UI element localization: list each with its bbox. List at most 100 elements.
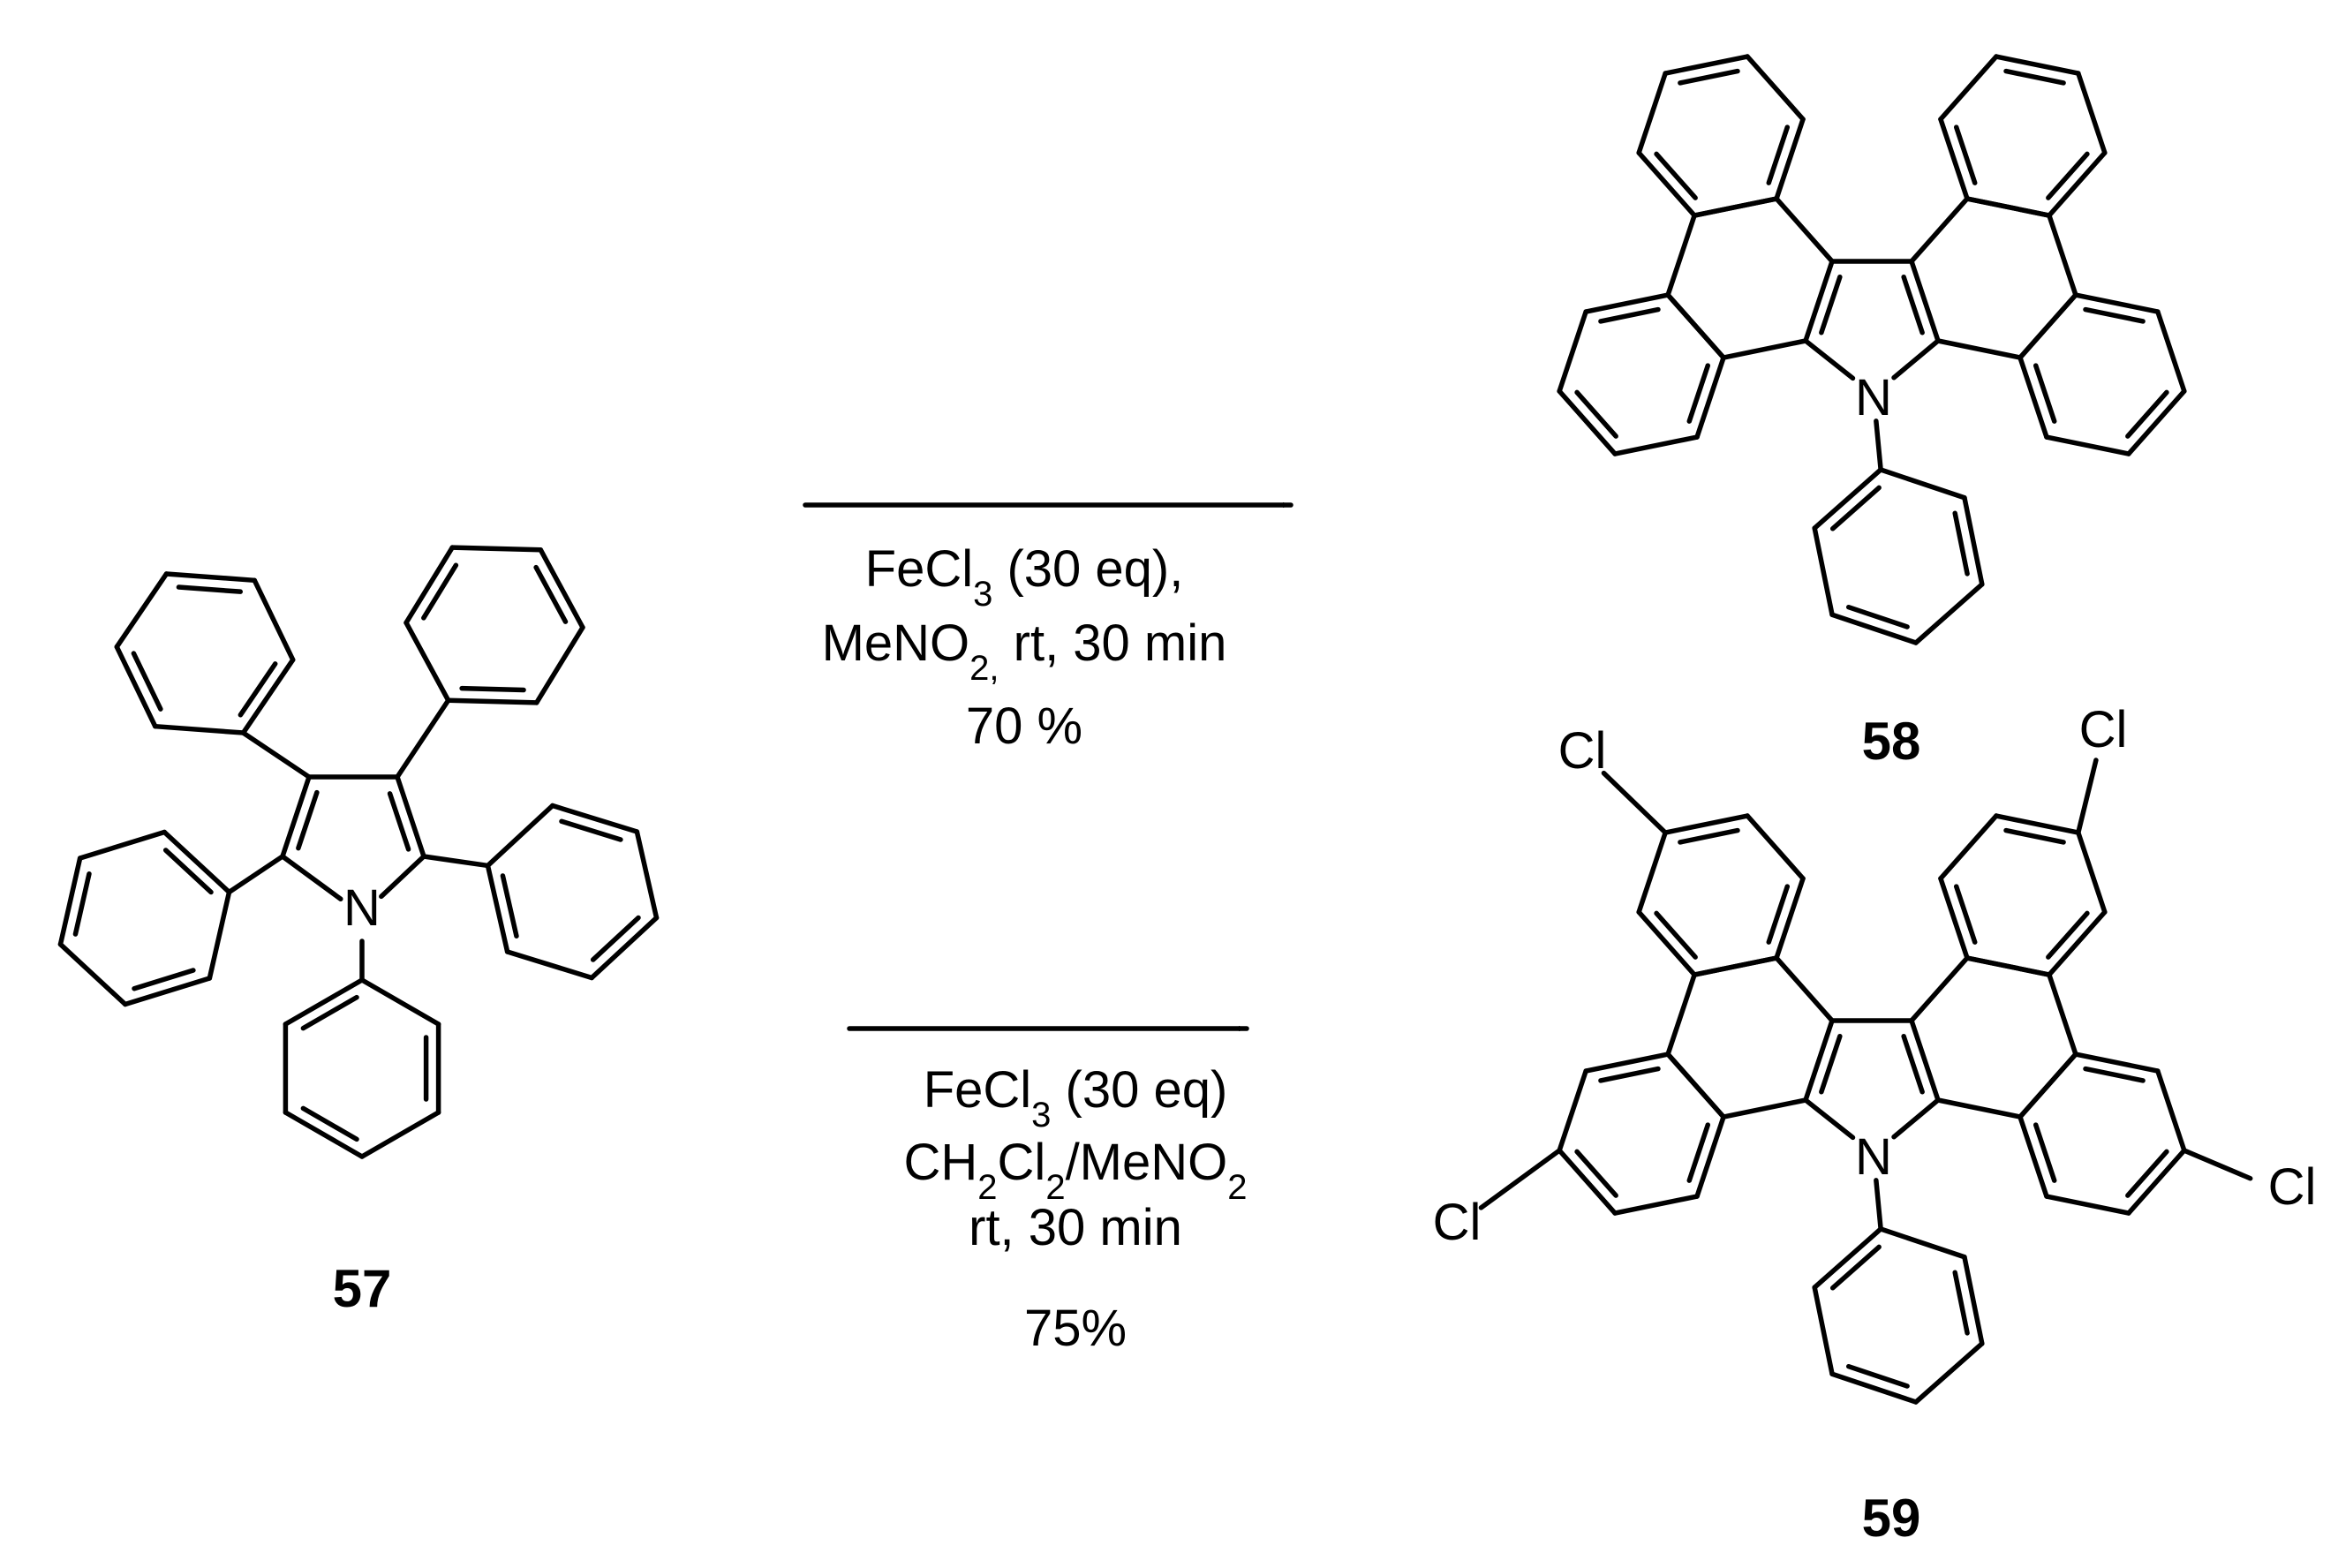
ring-bond	[1909, 196, 1970, 264]
ring-bond	[1745, 54, 1806, 122]
ring-bond	[1692, 196, 1779, 218]
ring-bond	[2044, 434, 2131, 456]
ring-bond	[1774, 955, 1835, 1023]
ring-bond	[1612, 434, 1700, 456]
ring-bond	[2044, 1194, 2131, 1216]
ring-bond	[283, 977, 365, 1027]
compound-59-structure	[1478, 758, 2253, 1405]
ring-bond	[2076, 830, 2108, 915]
double-bond-inner-line	[1678, 68, 1740, 86]
ring-bond	[485, 863, 510, 954]
ring-bond	[1812, 467, 1883, 531]
double-bond-inner-line	[1845, 604, 1910, 629]
double-bond-inner-line	[2083, 1066, 2146, 1083]
ring-bond	[2126, 1148, 2187, 1216]
ring-bond	[1557, 388, 1618, 456]
compound-58-structure	[1557, 54, 2187, 645]
double-bond-inner-line	[1678, 827, 1740, 845]
ring-bond	[2155, 309, 2187, 394]
ring-bond	[403, 620, 451, 704]
double-bond-inner-line	[300, 1105, 359, 1142]
ring-bond	[449, 545, 544, 553]
double-bond-inner-line	[1901, 274, 1925, 335]
ring-bond	[1829, 612, 1919, 645]
ring-bond	[1636, 71, 1668, 155]
double-bond-inner-line	[1686, 1122, 1711, 1183]
ring-bond	[2017, 1052, 2078, 1119]
double-bond-inner-line	[2033, 363, 2057, 424]
ring-bond	[162, 829, 232, 895]
ring-bond	[1965, 196, 2052, 218]
ring-bond	[1557, 1068, 1588, 1153]
bond-line	[395, 774, 426, 859]
atom-n-58: N	[1855, 369, 1892, 426]
bond-line	[1803, 338, 1856, 381]
ring-bond	[1612, 1194, 1700, 1216]
double-bond-inner-line	[238, 661, 278, 718]
atom-cl-59-bottom-left: Cl	[1433, 1194, 1482, 1251]
ring-bond	[2017, 1114, 2049, 1199]
ring-bond	[2017, 292, 2078, 360]
double-bond-inner-line	[132, 968, 196, 991]
atom-cl-59-top-left: Cl	[1558, 722, 1607, 780]
double-bond-inner-line	[533, 564, 569, 624]
double-bond-inner-line	[2003, 68, 2066, 86]
top-solvent-line: MeNO2, rt, 30 min	[822, 614, 1227, 688]
bond-line	[240, 730, 312, 780]
ring-bond	[2047, 972, 2078, 1057]
bond-line	[1909, 259, 1941, 343]
ring-bond	[1557, 309, 1588, 394]
ring-bond	[1935, 1097, 2023, 1119]
ring-bond	[1812, 525, 1835, 617]
bottom-solvent-line: CH2Cl2/MeNO2	[904, 1134, 1248, 1207]
ring-bond	[1913, 1341, 1985, 1405]
atom-n-57: N	[343, 879, 381, 937]
ring-bond	[550, 803, 640, 834]
ring-bond	[123, 976, 213, 1007]
ring-bond	[114, 571, 170, 650]
ring-bond	[1636, 830, 1668, 915]
ring-bond	[504, 949, 594, 981]
bond-line	[1601, 770, 1668, 835]
double-bond-inner-line	[1819, 274, 1843, 335]
ring-bond	[77, 829, 167, 861]
bond-line	[1909, 1018, 1941, 1103]
double-bond-inner-line	[1952, 1270, 1970, 1336]
ring-bond	[2126, 388, 2187, 456]
double-bond-inner-line	[2083, 306, 2146, 324]
bond-line	[280, 854, 343, 902]
double-bond-inner-line	[300, 994, 359, 1031]
ring-bond	[2073, 1052, 2161, 1074]
double-bond-inner-line	[296, 789, 320, 851]
ring-bond	[1694, 355, 1726, 440]
ring-bond	[538, 547, 585, 630]
compound-label-58: 58	[1862, 712, 1921, 771]
ring-bond	[1583, 292, 1671, 314]
bond-line	[379, 854, 426, 900]
double-bond-inner-line	[1952, 510, 1970, 577]
ring-bond	[1938, 117, 1970, 201]
double-bond-inner-line	[1819, 1033, 1843, 1095]
ring-bond	[252, 577, 296, 663]
ring-bond	[1913, 582, 1985, 645]
bond-line	[1874, 418, 1883, 472]
bond-line	[1803, 1018, 1835, 1103]
ring-bond	[2073, 292, 2161, 314]
ring-bond	[1663, 813, 1750, 835]
double-bond-inner-line	[1901, 1033, 1925, 1095]
ring-bond	[359, 977, 441, 1027]
double-bond-inner-line	[387, 791, 411, 852]
bottom-conditions: rt, 30 min	[969, 1199, 1182, 1256]
bond-line	[280, 774, 312, 859]
double-bond-inner-line	[1654, 910, 1698, 960]
double-bond-inner-line	[559, 818, 623, 842]
ring-bond	[1938, 876, 1970, 961]
bond-line	[2182, 1148, 2253, 1181]
ring-bond	[533, 624, 585, 705]
double-bond-inner-line	[2033, 1122, 2057, 1183]
ring-bond	[2076, 71, 2108, 155]
ring-bond	[1721, 1097, 1808, 1119]
top-yield: 70 %	[966, 697, 1082, 755]
ring-bond	[359, 1110, 441, 1159]
